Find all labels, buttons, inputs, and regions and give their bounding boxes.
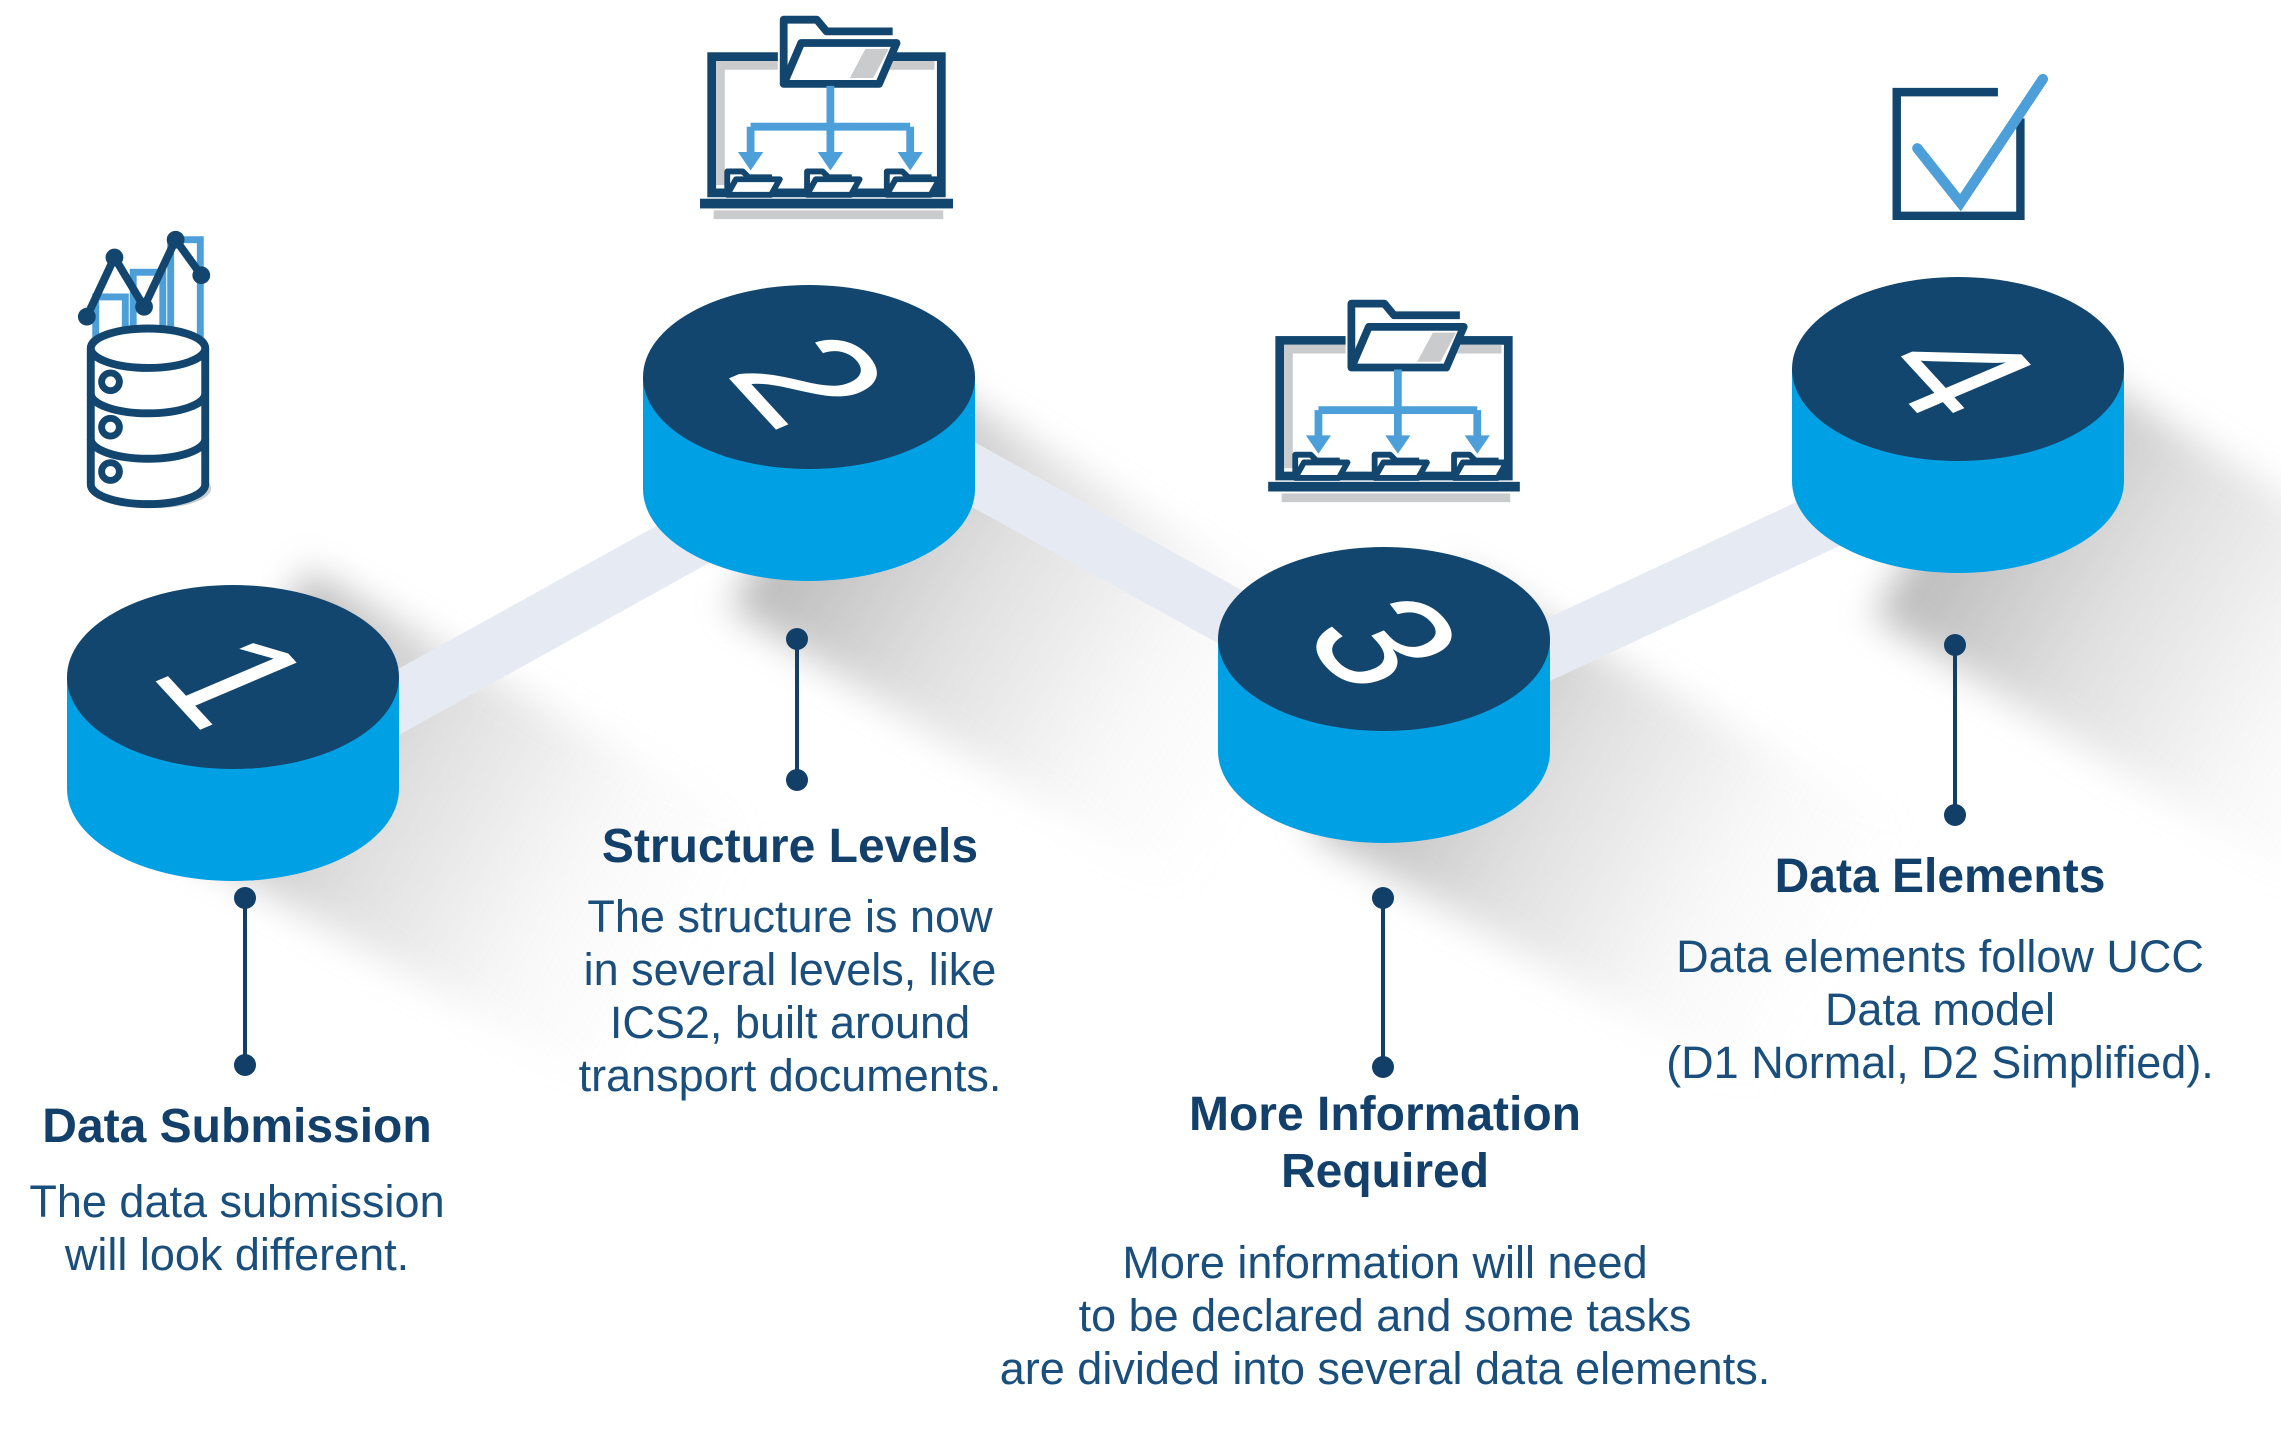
step-3-heading-line: More Information	[1189, 1088, 1581, 1141]
step-4-description-line: (D1 Normal, D2 Simplified).	[1666, 1037, 2214, 1088]
step-3-description: More information will need to be declare…	[965, 1236, 1805, 1395]
step-4-heading: Data Elements	[1640, 848, 2240, 905]
step-3-description-line: are divided into several data elements.	[999, 1343, 1771, 1394]
step-2-description-line: The structure is now	[587, 891, 993, 942]
connector-dot	[1944, 634, 1966, 656]
step-4-description-line: Data elements follow UCC	[1676, 931, 2204, 982]
step-1-description-line: will look different.	[64, 1229, 410, 1280]
step-3-connector	[1372, 887, 1394, 1078]
step-3-description-line: to be declared and some tasks	[1078, 1290, 1692, 1341]
step-2-connector	[786, 628, 808, 791]
step-4-description-line: Data model	[1824, 984, 2056, 1035]
step-2-description: The structure is now in several levels, …	[490, 890, 1090, 1102]
cylinder-step-1: 1	[67, 585, 399, 881]
folder-structure-icon	[1268, 292, 1520, 507]
step-2-description-line: transport documents.	[578, 1050, 1002, 1101]
connector-dot	[1372, 887, 1394, 909]
database-analytics-icon	[78, 230, 212, 509]
connector-dot	[1372, 1056, 1394, 1078]
folder-structure-icon	[700, 8, 953, 224]
step-1-description-line: The data submission	[29, 1176, 445, 1227]
step-2-heading-line: Structure Levels	[601, 820, 979, 873]
step-2-heading: Structure Levels	[490, 818, 1090, 875]
step-1-description: The data submission will look different.	[0, 1175, 537, 1281]
connector-dot	[786, 769, 808, 791]
step-3-heading: More Information Required	[1085, 1086, 1685, 1200]
connector-dot	[1944, 804, 1966, 826]
connector-dot	[234, 887, 256, 909]
step-2-description-line: ICS2, built around	[609, 997, 971, 1048]
step-3-heading-line: Required	[1280, 1145, 1490, 1198]
connector-dot	[234, 1054, 256, 1076]
step-2-description-line: in several levels, like	[583, 944, 997, 995]
step-1-heading: Data Submission	[0, 1098, 537, 1155]
cylinder-step-3: 3	[1218, 547, 1550, 843]
checkbox-icon	[1892, 73, 2049, 221]
cylinder-step-4: 4	[1792, 277, 2124, 573]
step-1-connector	[234, 887, 256, 1076]
step-4-description: Data elements follow UCC Data model (D1 …	[1640, 930, 2240, 1089]
cylinder-step-2: 2	[643, 285, 975, 581]
step-3-description-line: More information will need	[1122, 1237, 1648, 1288]
step-4-connector	[1944, 634, 1966, 826]
step-4-heading-line: Data Elements	[1774, 850, 2106, 903]
connector-dot	[786, 628, 808, 650]
step-1-heading-line: Data Submission	[42, 1100, 432, 1153]
